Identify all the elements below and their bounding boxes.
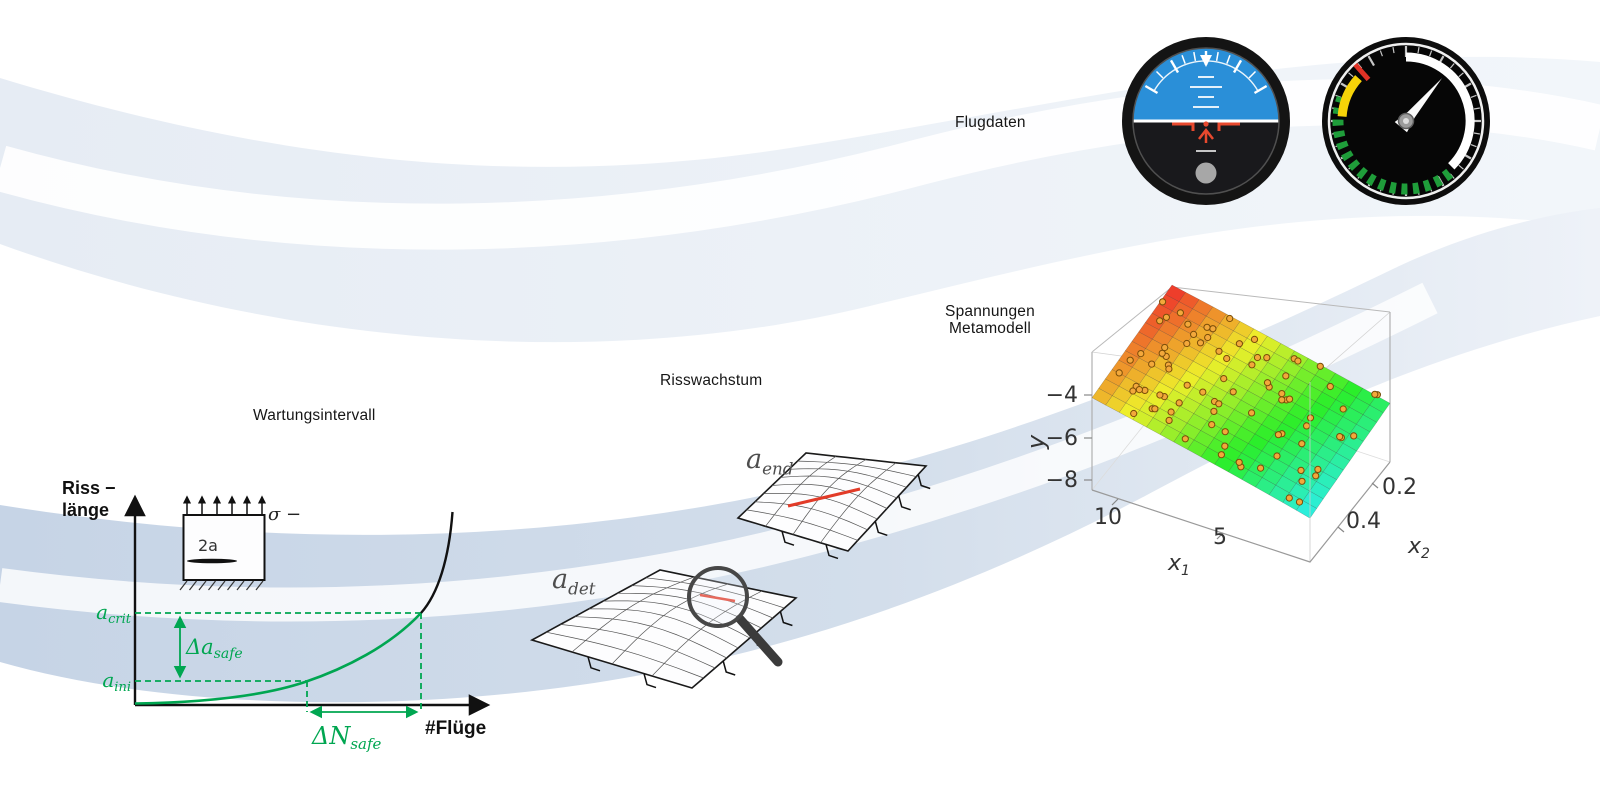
asi-red-line bbox=[1353, 62, 1371, 82]
y-tick-1: −6 bbox=[1046, 426, 1078, 451]
asi-green-arc bbox=[1332, 95, 1454, 195]
adi-horizon-line bbox=[1133, 119, 1279, 123]
delta-a-label: Δasafe bbox=[185, 635, 243, 662]
plot-box-front-edges bbox=[1091, 382, 1391, 563]
y-tick-2: −8 bbox=[1046, 468, 1078, 493]
adi-aircraft-symbol bbox=[1172, 121, 1240, 143]
asi-yellow-arc bbox=[1337, 75, 1362, 117]
dashed-guides bbox=[135, 612, 422, 712]
label-spannungen-metamodell: Spannungen Metamodell bbox=[928, 303, 1052, 337]
delta-n-label: ΔNsafe bbox=[311, 722, 382, 753]
maintenance-interval-chart: Riss − länge #Flüge acrit aini Δasafe ΔN… bbox=[62, 478, 491, 753]
label-a-end: aend bbox=[746, 444, 794, 479]
chart-axes bbox=[124, 494, 491, 716]
adi-pitch-lines bbox=[1190, 76, 1222, 152]
label-spannungen-line1: Spannungen bbox=[945, 303, 1035, 320]
adi-top-pointer bbox=[1200, 55, 1212, 67]
y-tick-0: −4 bbox=[1046, 383, 1078, 408]
sample-points bbox=[1115, 298, 1381, 506]
adi-bezel-ring bbox=[1132, 47, 1280, 195]
plate-support-hatching bbox=[179, 580, 264, 591]
x1-tick-1: 5 bbox=[1213, 525, 1227, 550]
crack-growth-curve-critical bbox=[420, 511, 454, 614]
x1-axis-label: x1 bbox=[1167, 551, 1190, 579]
crack-panel-detected-figure bbox=[529, 566, 798, 689]
y-axis-label: y bbox=[1022, 434, 1050, 450]
stress-arrows bbox=[182, 495, 267, 515]
crack-detected bbox=[699, 593, 736, 603]
magnifier-lens bbox=[687, 566, 749, 628]
asi-hub-cap bbox=[1403, 118, 1409, 124]
magnifier-icon bbox=[687, 566, 783, 667]
crack-growth-curve-safe bbox=[134, 612, 422, 705]
surface-mesh bbox=[1091, 284, 1391, 519]
adi-cage-knob bbox=[1195, 162, 1217, 184]
metamodel-surface-plot: −4 −6 −8 10 5 0.2 0.4 y x1 x2 bbox=[1022, 284, 1430, 579]
label-a-det: adet bbox=[552, 564, 596, 599]
crack-end bbox=[787, 487, 861, 508]
plate-outline bbox=[182, 514, 266, 581]
plate-crack bbox=[187, 558, 237, 564]
stiffened-panel-end bbox=[736, 452, 931, 560]
asi-white-arc bbox=[1405, 52, 1475, 170]
y-axis-title-line1: Riss − bbox=[62, 478, 116, 498]
x1-tick-0: 10 bbox=[1094, 505, 1122, 530]
attitude-indicator-icon bbox=[1122, 37, 1290, 205]
label-spannungen-line2: Metamodell bbox=[948, 320, 1032, 337]
stress-sigma-label: σ − bbox=[268, 504, 301, 525]
crack-panel-end-figure bbox=[736, 452, 931, 560]
crack-length-label: 2a bbox=[198, 536, 218, 555]
label-risswachstum: Risswachstum bbox=[660, 372, 763, 389]
x2-axis-label: x2 bbox=[1407, 534, 1430, 562]
cracked-plate-schematic: σ − 2a bbox=[179, 495, 301, 591]
x2-tick-0: 0.2 bbox=[1382, 475, 1417, 500]
airspeed-indicator-icon bbox=[1322, 37, 1490, 205]
y-axis-title-line2: länge bbox=[62, 500, 109, 520]
a-crit-label: acrit bbox=[96, 600, 132, 627]
plot-tick-marks bbox=[1084, 394, 1379, 540]
label-flugdaten: Flugdaten bbox=[955, 114, 1026, 131]
a-ini-label: aini bbox=[102, 668, 131, 695]
magnifier-handle bbox=[735, 614, 783, 667]
label-wartungsintervall: Wartungsintervall bbox=[253, 407, 376, 424]
x2-tick-1: 0.4 bbox=[1346, 509, 1381, 534]
x-axis-title: #Flüge bbox=[425, 718, 486, 739]
